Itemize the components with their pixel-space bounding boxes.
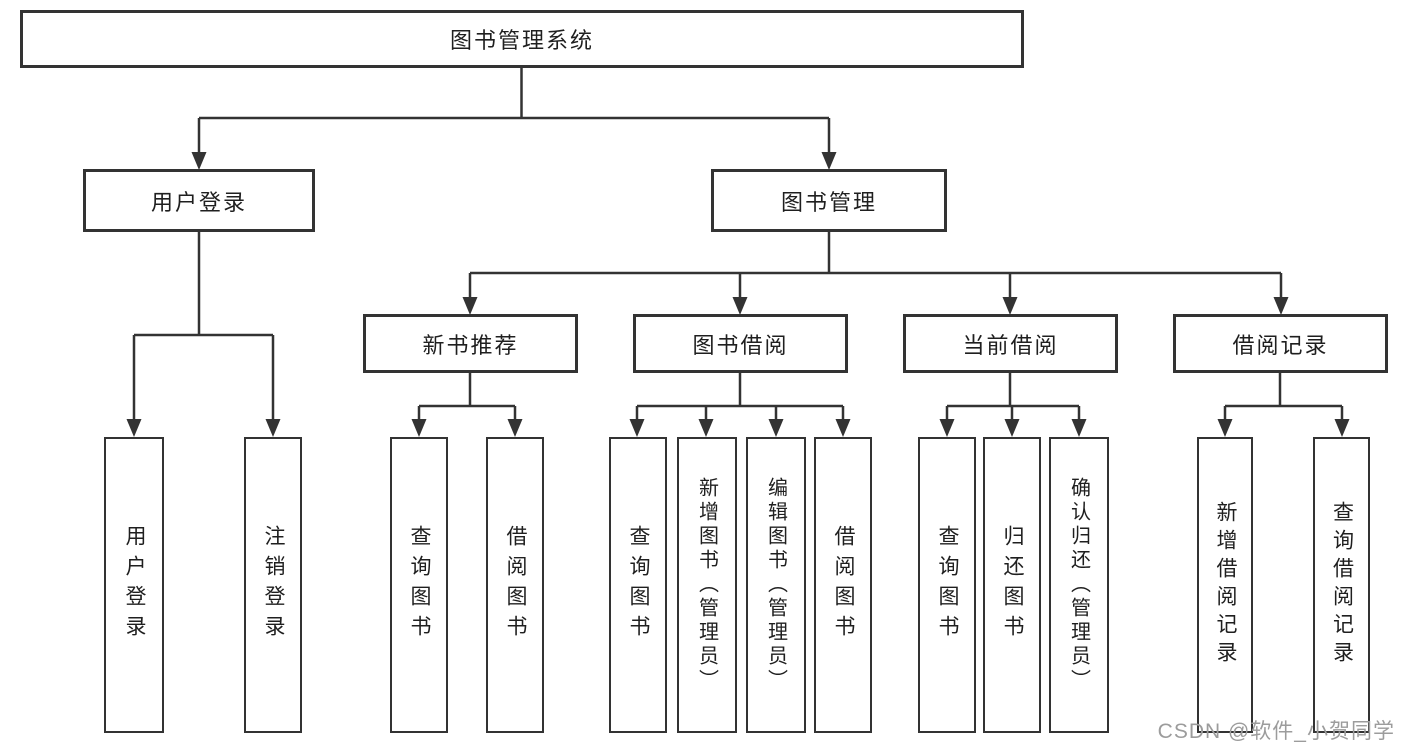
watermark: CSDN @软件_小贺同学	[1157, 720, 1395, 743]
leaf-borrow-books: 借阅图书	[814, 437, 872, 733]
leaf-query-books-borrow: 查询图书	[609, 437, 667, 733]
node-current-borrowing: 当前借阅	[903, 314, 1118, 373]
leaf-edit-books-admin: 编辑图书（管理员）	[746, 437, 806, 733]
arrow-down-icon	[821, 152, 837, 170]
arrow-down-icon	[768, 419, 784, 437]
arrow-down-icon	[1004, 419, 1020, 437]
arrow-down-icon	[835, 419, 851, 437]
root-node-library-management-system: 图书管理系统	[20, 10, 1024, 68]
leaf-add-borrow-record: 新增借阅记录	[1197, 437, 1253, 733]
arrow-down-icon	[1002, 297, 1018, 315]
arrow-down-icon	[462, 297, 478, 315]
arrow-down-icon	[1217, 419, 1233, 437]
arrow-down-icon	[411, 419, 427, 437]
arrow-down-icon	[507, 419, 523, 437]
arrow-down-icon	[1334, 419, 1350, 437]
arrow-down-icon	[629, 419, 645, 437]
leaf-query-books-current: 查询图书	[918, 437, 976, 733]
arrow-down-icon	[191, 152, 207, 170]
arrow-down-icon	[265, 419, 281, 437]
arrow-down-icon	[939, 419, 955, 437]
leaf-query-books-recommend: 查询图书	[390, 437, 448, 733]
leaf-query-borrow-record: 查询借阅记录	[1313, 437, 1370, 733]
arrow-down-icon	[1273, 297, 1289, 315]
node-new-book-recommendation: 新书推荐	[363, 314, 578, 373]
node-book-borrowing: 图书借阅	[633, 314, 848, 373]
leaf-return-books: 归还图书	[983, 437, 1041, 733]
leaf-logout: 注销登录	[244, 437, 302, 733]
node-user-login: 用户登录	[83, 169, 315, 232]
leaf-add-books-admin: 新增图书（管理员）	[677, 437, 737, 733]
leaf-user-login: 用户登录	[104, 437, 164, 733]
node-book-management: 图书管理	[711, 169, 947, 232]
leaf-borrow-books-recommend: 借阅图书	[486, 437, 544, 733]
arrow-down-icon	[126, 419, 142, 437]
leaf-confirm-return-admin: 确认归还（管理员）	[1049, 437, 1109, 733]
arrow-down-icon	[698, 419, 714, 437]
arrow-down-icon	[1071, 419, 1087, 437]
node-borrowing-records: 借阅记录	[1173, 314, 1388, 373]
arrow-down-icon	[732, 297, 748, 315]
